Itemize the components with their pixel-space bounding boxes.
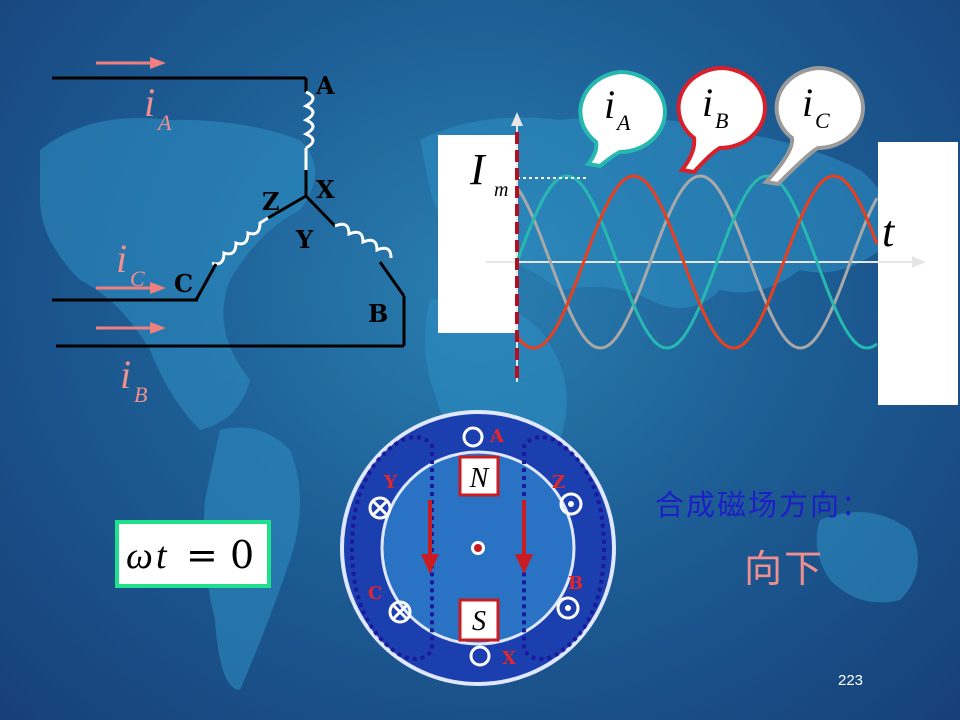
pole-n-label: N [469,463,490,494]
bubble-ia: i A [578,69,667,169]
slot-c-cross [388,600,412,624]
time-label: t [882,207,896,256]
slot-x [469,645,491,667]
terminal-x-label: X [316,175,335,204]
terminal-b-label: B [368,299,388,328]
wave-ic [515,174,879,350]
slot-b-label: B [568,573,583,594]
equation-equals: = [186,533,218,577]
slot-z-label: Z [552,472,565,493]
waveform-right-panel [878,142,958,405]
bubble-ia-subscript: A [615,110,631,135]
terminal-z-label: Z [262,187,280,216]
slot-y-label: Y [383,472,398,493]
slot-a-label: A [489,426,505,447]
page-number: 223 [838,672,864,689]
coil-ax [302,90,315,150]
slot-a [462,426,484,448]
slot-x-label: X [502,648,516,669]
bubble-ia-label: i [604,82,615,127]
terminal-y-label: Y [295,225,314,254]
field-direction-title: 合成磁场方向： [655,488,873,522]
bubble-ib-subscript: B [715,108,728,133]
current-ia-subscript: A [156,110,172,135]
equation-zero: 0 [230,533,254,577]
wave-ib [515,174,879,350]
amplitude-subscript: m [494,179,508,201]
flux-path-right [522,435,607,661]
rotor-center-dot [474,544,482,552]
bubble-ic-label: i [802,80,813,125]
equation-frame [115,520,271,588]
field-direction-value: 向下 [744,547,825,591]
bubble-ib-label: i [702,80,713,125]
wave-ia [515,174,878,350]
coil-by [334,222,393,259]
amplitude-label: I [469,145,487,194]
flux-path-left [349,435,434,661]
terminal-c-label: C [174,269,193,298]
pole-s-box [458,598,500,642]
equation-omega: ω [126,535,153,577]
slot-c-label: C [368,583,382,604]
current-ic-label: i [116,236,127,281]
slot-z-dot [559,492,583,516]
coil-cz [211,216,269,266]
pole-s-label: S [472,606,486,637]
terminal-a-label: A [315,71,335,100]
bubble-ib: i B [676,65,767,175]
slot-b-dot [556,596,580,620]
current-ib-subscript: B [134,382,147,407]
slot-y-cross [368,496,392,520]
equation-t: t [156,535,168,577]
waveform-left-panel [438,135,518,333]
pole-n-box [458,455,500,497]
current-ia-label: i [144,80,155,125]
bubble-ic-subscript: C [815,108,830,133]
current-ic-subscript: C [130,266,145,291]
bubble-ic: i C [761,65,865,187]
current-ib-label: i [120,352,131,397]
